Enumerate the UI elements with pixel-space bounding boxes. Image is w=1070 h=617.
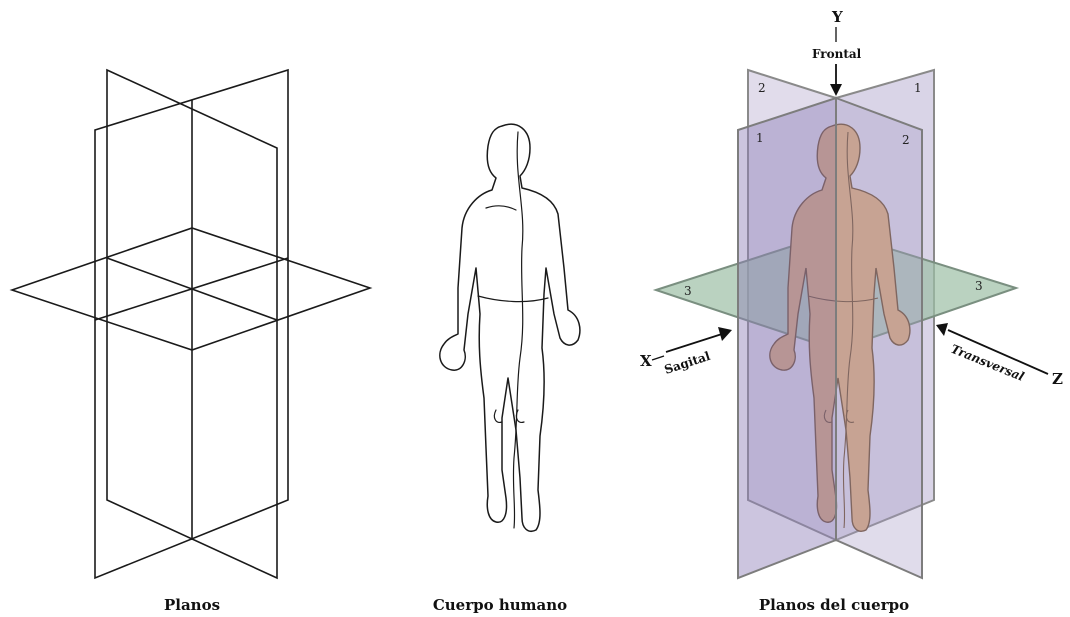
sagittal-arrow-head [718, 327, 732, 341]
transversal-arrow-head [936, 323, 948, 336]
plane-number-3-left: 3 [684, 284, 692, 298]
axis-label-z: Z [1052, 370, 1063, 388]
human-body-outline [440, 124, 580, 531]
sagittal-arrow-shaft [666, 334, 722, 352]
axis-label-x: X [640, 352, 652, 370]
plane-number-1-right: 1 [914, 81, 922, 95]
caption-body-planes: Planos del cuerpo [759, 596, 909, 614]
planes-wireframe [12, 70, 370, 578]
caption-human-body: Cuerpo humano [433, 596, 567, 614]
plane-number-2-left: 2 [758, 81, 766, 95]
plane-number-2-right: 2 [902, 133, 910, 147]
plane-number-3-right: 3 [975, 279, 983, 293]
sagittal-plane-front [836, 98, 922, 578]
label-sagittal: Sagital [663, 349, 713, 377]
frontal-arrow-head [830, 84, 842, 96]
x-axis-tick [652, 356, 664, 360]
label-frontal: Frontal [812, 47, 862, 61]
body-planes-diagram: 2 1 1 2 3 3 Y Frontal X Sagital Transver… [640, 8, 1063, 578]
frontal-plane-front [738, 98, 836, 578]
caption-planes: Planos [164, 596, 220, 614]
axis-label-y: Y [831, 8, 843, 26]
plane-number-1-left: 1 [756, 131, 764, 145]
